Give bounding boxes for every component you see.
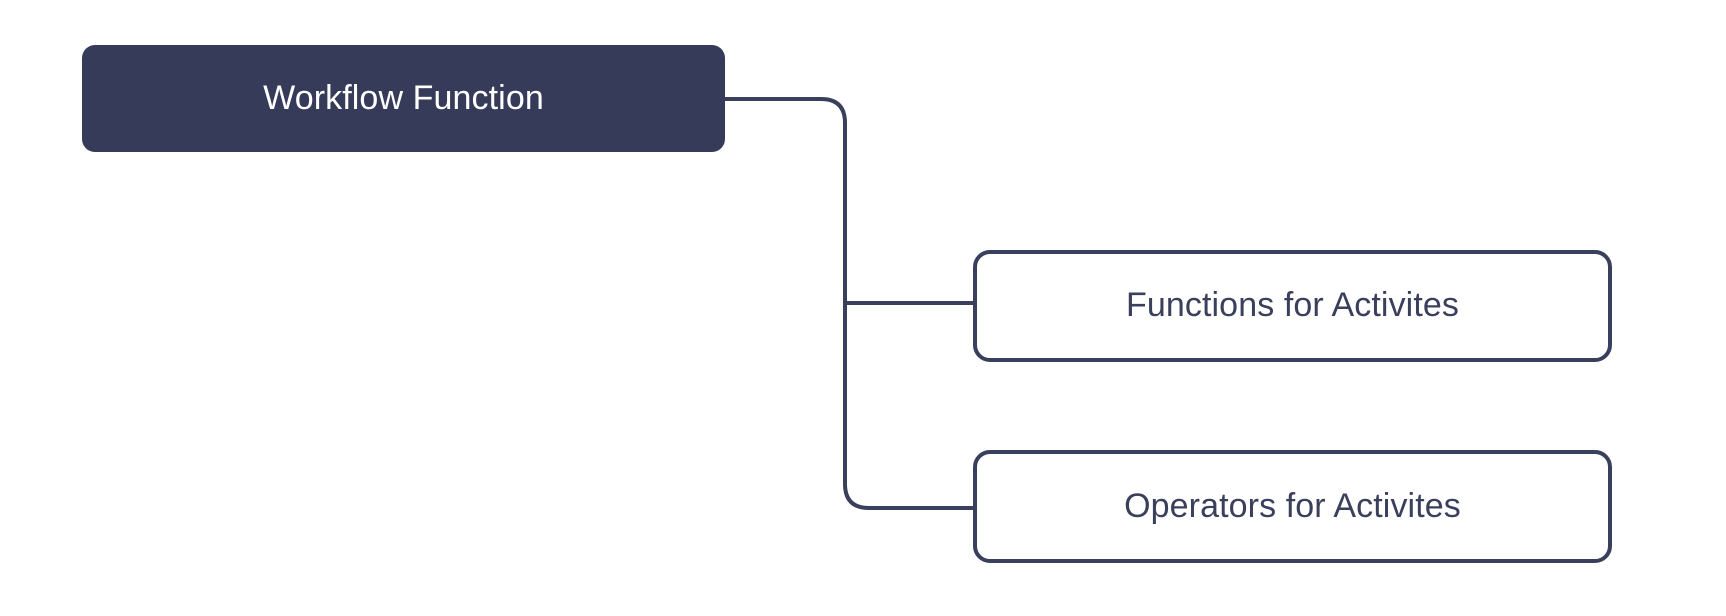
node-label-child-0: Functions for Activites [1126,286,1459,325]
node-workflow-function[interactable]: Workflow Function [82,45,725,152]
node-operators-for-activites[interactable]: Operators for Activites [973,450,1612,563]
node-functions-for-activites[interactable]: Functions for Activites [973,250,1612,362]
edge-trunk [725,97,973,510]
node-label-root: Workflow Function [263,78,544,117]
node-label-child-1: Operators for Activites [1124,486,1461,525]
